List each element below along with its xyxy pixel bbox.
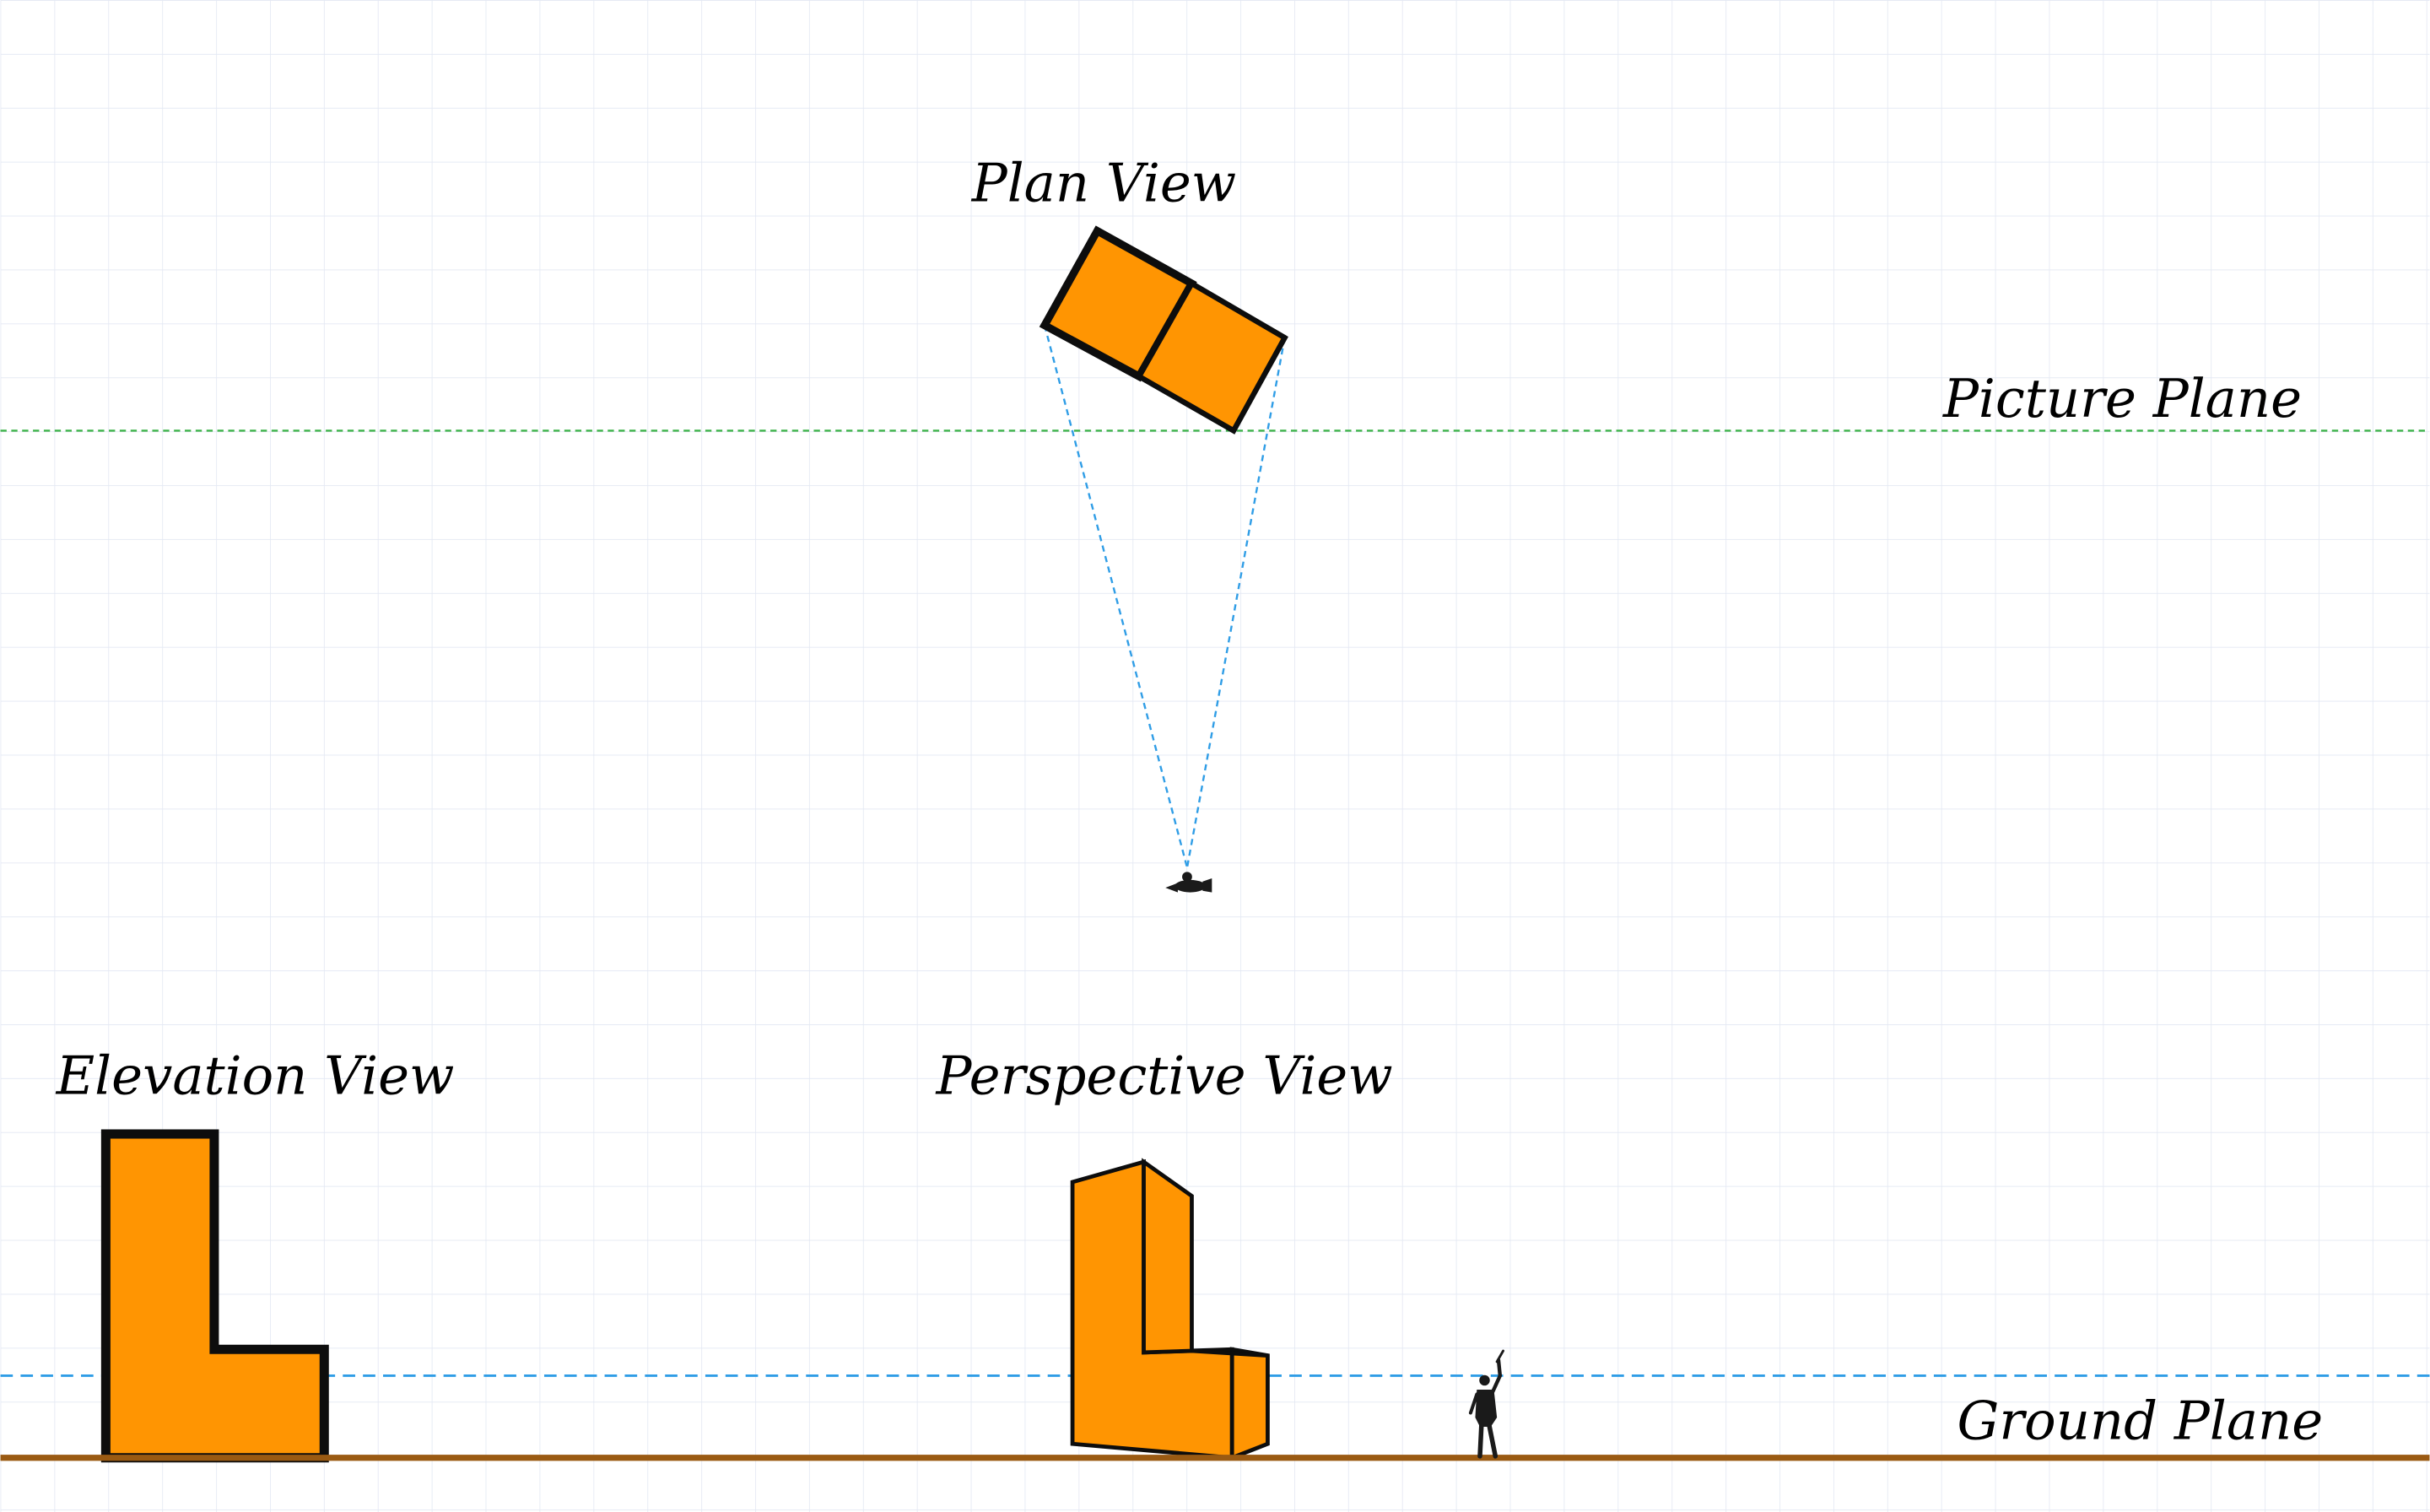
perspective-view-block	[1070, 1158, 1270, 1461]
ground-plane-label: Ground Plane	[1957, 1390, 2323, 1452]
sight-line-left	[1043, 325, 1189, 868]
plan-block-part-right	[1135, 279, 1288, 435]
perspective-edge	[1191, 1348, 1268, 1358]
perspective-view-label: Perspective View	[936, 1045, 1393, 1106]
perspective-face-base-side	[1229, 1347, 1270, 1461]
plan-view-label: Plan View	[971, 153, 1236, 214]
perspective-face-tower-side	[1142, 1158, 1194, 1355]
picture-plane-label: Picture Plane	[1942, 368, 2302, 429]
scale-figure-icon	[1468, 1349, 1504, 1459]
elevation-view-label: Elevation View	[56, 1045, 455, 1106]
sight-line-right	[1185, 338, 1286, 868]
plan-view-block	[1039, 225, 1288, 435]
sight-lines	[1043, 325, 1286, 868]
observer-icon	[1165, 872, 1212, 893]
